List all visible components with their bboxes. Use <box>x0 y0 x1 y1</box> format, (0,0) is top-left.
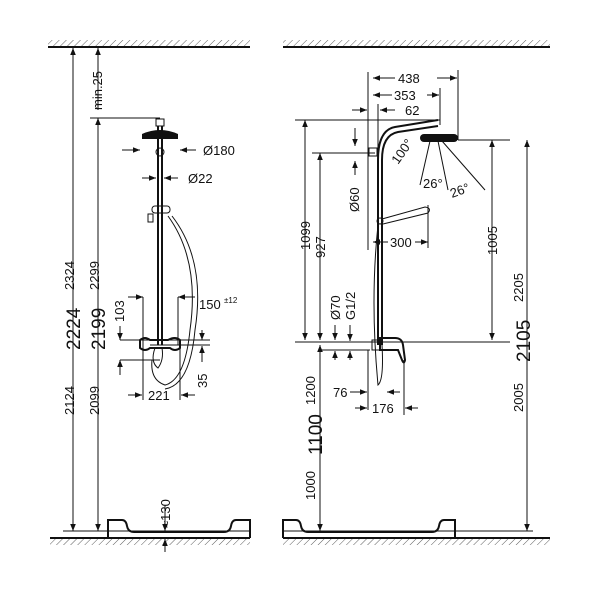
bracket-diameter: Ø60 <box>347 187 362 212</box>
height-2199: 2199 <box>89 308 110 350</box>
height-1000: 1000 <box>303 471 318 500</box>
right-ceiling <box>283 40 550 48</box>
angle-b: 26° <box>448 180 472 201</box>
spout-offset: 76 <box>333 385 347 400</box>
mixer-depth: 176 <box>372 401 394 416</box>
escutcheon-diameter: Ø70 <box>328 295 343 320</box>
right-labels: 438 353 62 100° 26° 26° Ø60 300 1099 927… <box>298 71 535 500</box>
mixer-height: 35 <box>195 374 210 388</box>
spout-projection: 150 <box>199 297 221 312</box>
left-shower-column <box>139 118 199 390</box>
left-ceiling <box>48 40 250 48</box>
right-shower-column <box>368 119 458 386</box>
spout-tolerance: ±12 <box>224 296 238 305</box>
left-labels: 2324 2224 2124 2299 2199 2099 min.25 Ø18… <box>62 71 238 528</box>
right-floor <box>283 530 550 545</box>
connection-thread: G1/2 <box>343 292 358 320</box>
left-shower-tray <box>107 519 251 538</box>
column-height: 1099 <box>298 221 313 250</box>
angle-a: 26° <box>423 176 443 191</box>
right-dimensions <box>295 70 530 531</box>
arm-reach-head: 353 <box>394 88 416 103</box>
height-2324: 2324 <box>62 261 77 290</box>
ceiling-clearance: min.25 <box>90 71 105 110</box>
spray-angle: 100° <box>388 136 416 167</box>
height-2299: 2299 <box>87 261 102 290</box>
head-above-mixer: 1005 <box>485 226 500 255</box>
height-2105: 2105 <box>514 320 535 362</box>
height-2124: 2124 <box>62 386 77 415</box>
rail-diameter: Ø22 <box>188 171 213 186</box>
height-1100: 1100 <box>306 414 327 455</box>
height-1200: 1200 <box>303 376 318 405</box>
height-2005: 2005 <box>511 383 526 412</box>
height-2099: 2099 <box>87 386 102 415</box>
mixer-offset: 103 <box>112 300 127 322</box>
height-2205: 2205 <box>511 273 526 302</box>
height-2224: 2224 <box>64 307 85 350</box>
left-floor <box>50 530 250 545</box>
arm-reach-total: 438 <box>398 71 420 86</box>
left-dimensions <box>70 48 210 552</box>
right-shower-tray <box>282 519 456 538</box>
tray-height: ≈130 <box>158 499 173 528</box>
mixer-width: 221 <box>148 388 170 403</box>
hand-shower-length: 300 <box>390 235 412 250</box>
bracket-height: 927 <box>313 236 328 258</box>
head-diameter: Ø180 <box>203 143 235 158</box>
wall-offset: 62 <box>405 103 419 118</box>
